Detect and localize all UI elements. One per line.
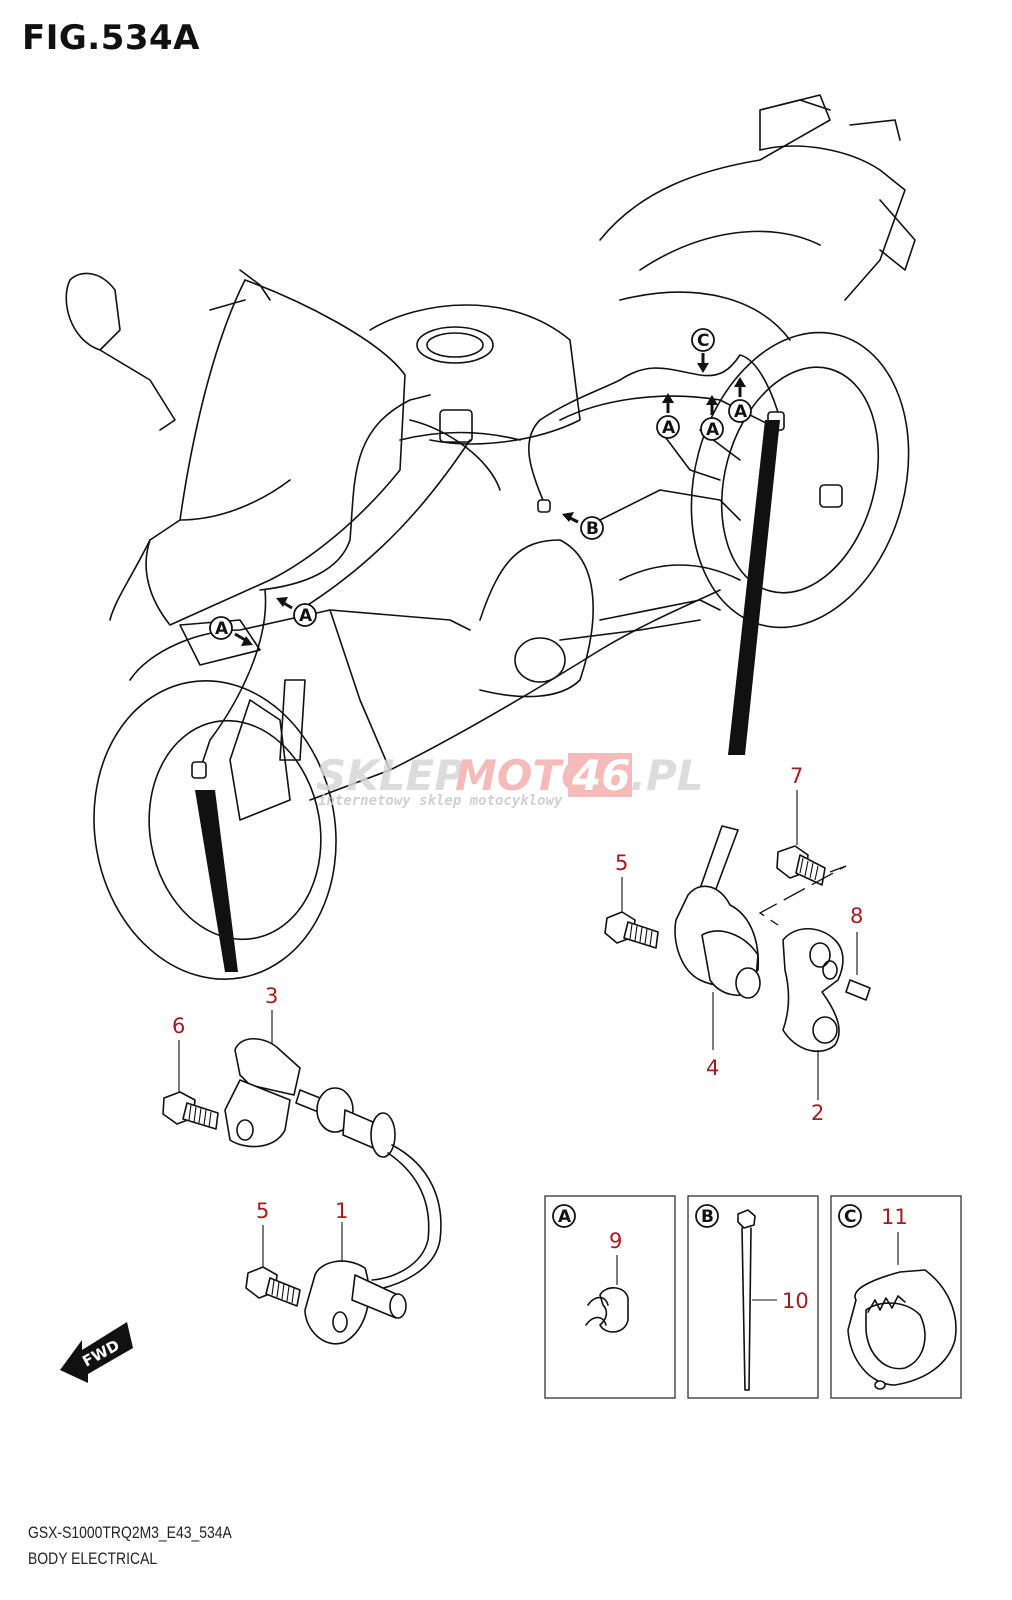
svg-text:internetowy sklep motocyklowy: internetowy sklep motocyklowy	[318, 793, 563, 809]
svg-text:7: 7	[790, 764, 803, 788]
svg-text:2: 2	[811, 1101, 824, 1125]
part-7-bolt: 7	[776, 764, 826, 886]
svg-text:10: 10	[782, 1289, 809, 1313]
svg-text:.PL: .PL	[630, 751, 704, 800]
callout-marker-c: C	[691, 328, 715, 373]
part-3-rear-speed-sensor: 4	[674, 825, 761, 1080]
svg-text:3: 3	[265, 984, 278, 1008]
svg-text:A: A	[299, 606, 313, 626]
svg-text:8: 8	[850, 904, 863, 928]
part-4-sensor-bracket: 2	[782, 928, 844, 1125]
svg-text:A: A	[706, 420, 720, 440]
svg-text:1: 1	[335, 1199, 348, 1223]
svg-text:A: A	[215, 619, 229, 639]
figure-title: FIG.534A	[22, 18, 200, 58]
motorcycle-outline	[65, 94, 916, 980]
svg-text:5: 5	[615, 851, 628, 875]
fwd-arrow-icon: FWD	[60, 1322, 133, 1383]
part-5-bolt-upper: 5	[604, 851, 659, 949]
svg-text:B: B	[701, 1207, 714, 1227]
part-2-sensor-bracket: 3	[224, 984, 301, 1148]
callout-marker-b: B	[562, 512, 604, 540]
svg-text:A: A	[734, 402, 748, 422]
svg-text:4: 4	[706, 1056, 719, 1080]
part-8-pin: 8	[845, 904, 871, 1001]
svg-text:B: B	[586, 519, 599, 539]
detail-box-a: A 9	[544, 1195, 676, 1399]
callout-marker-a: A	[700, 395, 724, 441]
svg-text:46: 46	[571, 751, 630, 800]
callout-marker-a: A	[728, 377, 752, 423]
svg-text:A: A	[558, 1207, 572, 1227]
detail-box-c: C 11	[830, 1195, 962, 1399]
svg-text:6: 6	[172, 1014, 185, 1038]
callout-marker-a: A	[276, 597, 317, 627]
pointer-wedge-front	[195, 790, 238, 972]
part-6-bolt: 6	[162, 1014, 219, 1130]
watermark: SKLEP MOTO 46 .PL internetowy sklep moto…	[316, 751, 704, 809]
svg-text:9: 9	[609, 1229, 622, 1253]
svg-text:11: 11	[881, 1205, 908, 1229]
svg-text:C: C	[844, 1207, 856, 1227]
detail-box-b: B 10	[687, 1195, 819, 1399]
dash-alignment-line	[758, 865, 847, 926]
part-5-bolt-lower: 5	[245, 1199, 301, 1307]
svg-text:5: 5	[256, 1199, 269, 1223]
svg-text:A: A	[662, 418, 676, 438]
svg-text:C: C	[697, 331, 709, 351]
pointer-wedge-rear	[728, 420, 780, 755]
callout-marker-a: A	[656, 393, 680, 439]
section-name: BODY ELECTRICAL	[28, 1549, 158, 1568]
callout-marker-a: A	[209, 616, 253, 646]
part-1-front-speed-sensor: 1	[295, 1087, 442, 1345]
model-code: GSX-S1000TRQ2M3_E43_534A	[28, 1523, 232, 1542]
svg-text:SKLEP: SKLEP	[316, 751, 465, 800]
